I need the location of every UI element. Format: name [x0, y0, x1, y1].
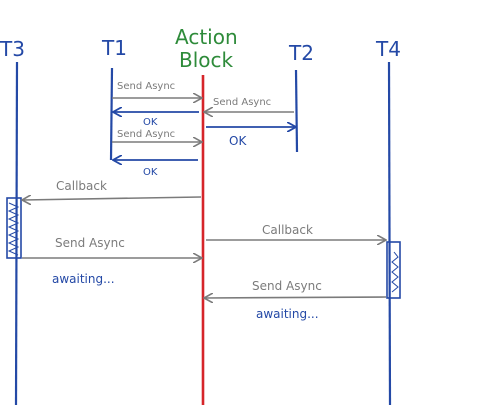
label-awaiting-1: awaiting...: [52, 272, 115, 286]
label-awaiting-2: awaiting...: [256, 307, 319, 321]
label-ok-3: OK: [143, 167, 158, 178]
activation-t3: [6, 197, 22, 259]
label-ok-1: OK: [143, 117, 158, 128]
label-send-async-2: Send Async: [213, 97, 271, 108]
lane-label-t1: T1: [101, 36, 127, 60]
label-callback-2: Callback: [262, 223, 313, 237]
lifeline-t3: [14, 61, 19, 406]
activation-t4-squiggle: [391, 251, 399, 293]
label-send-async-1: Send Async: [117, 81, 175, 92]
label-ok-2: OK: [229, 134, 247, 148]
activation-t3-squiggle: [7, 202, 20, 256]
label-send-async-5: Send Async: [252, 279, 322, 293]
arrow-callback-1: [23, 197, 202, 200]
label-callback-1: Callback: [56, 179, 107, 193]
lifeline-t1: [109, 67, 114, 161]
lifeline-t2: [294, 69, 299, 153]
lane-label-block: Block: [179, 48, 234, 72]
lane-label-t4: T4: [375, 37, 401, 61]
arrow-send-async-5: [205, 297, 387, 298]
label-send-async-4: Send Async: [55, 236, 125, 250]
lane-label-action: Action: [175, 25, 238, 49]
lifeline-t4: [387, 61, 392, 406]
label-send-async-3: Send Async: [117, 129, 175, 140]
lane-label-t2: T2: [288, 41, 314, 65]
activation-t4: [386, 241, 401, 299]
lane-label-t3: T3: [0, 37, 25, 61]
